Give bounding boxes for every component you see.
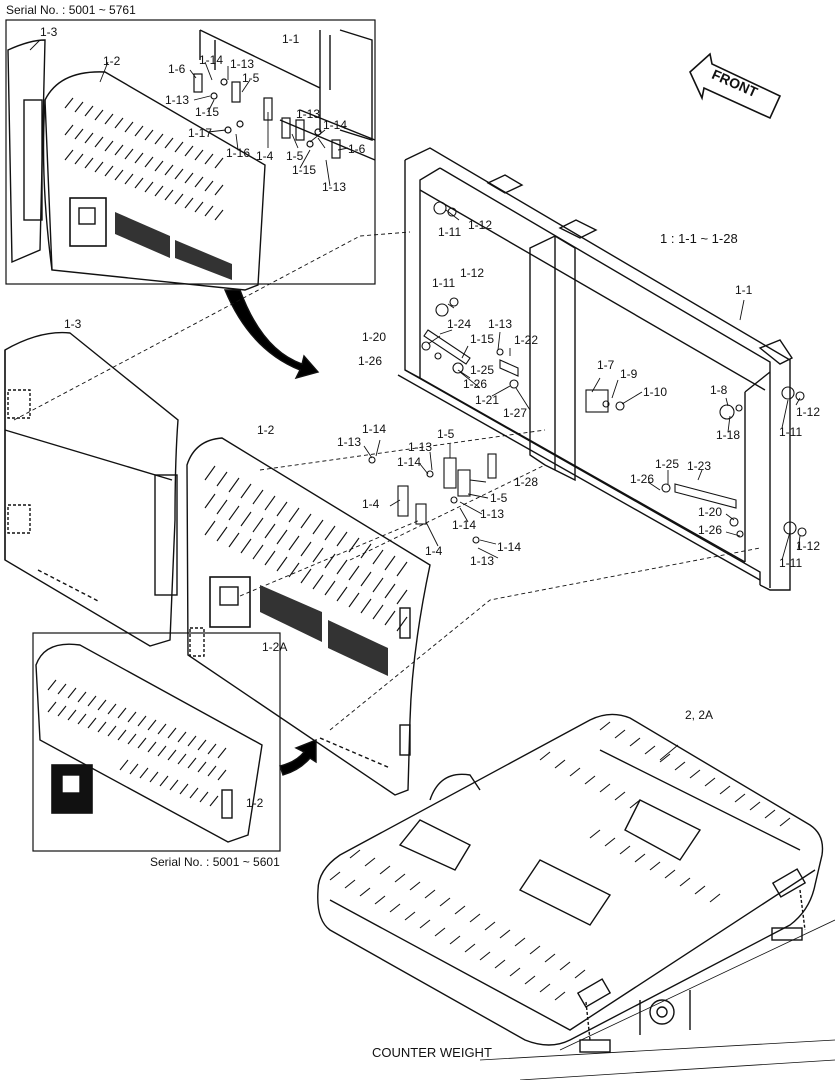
part-label: 1-25 xyxy=(655,457,680,471)
part-label: 1-1 xyxy=(282,32,300,46)
serial-bottom: Serial No. : 5001 ~ 5601 xyxy=(150,855,280,869)
part-label: 1-28 xyxy=(514,475,539,489)
part-label: 1-4 xyxy=(256,149,274,163)
part-label: 1-14 xyxy=(397,455,422,469)
door-panel-left xyxy=(4,331,179,647)
part-label: 1-11 xyxy=(438,225,462,239)
part-label: 1-13 xyxy=(480,507,505,521)
part-label: 1-24 xyxy=(447,317,472,331)
part-label: 1-13 xyxy=(470,554,495,568)
door-panel-middle xyxy=(186,437,431,796)
part-label: 1-11 xyxy=(779,425,803,439)
serial-top: Serial No. : 5001 ~ 5761 xyxy=(6,3,136,17)
part-label: 1-26 xyxy=(358,354,383,368)
part-label: 1-14 xyxy=(199,53,224,67)
part-label: 1-20 xyxy=(362,330,387,344)
part-label: 1-13 xyxy=(408,440,433,454)
part-label: 1-22 xyxy=(514,333,539,347)
part-label: 1-14 xyxy=(497,540,522,554)
part-label: 1-16 xyxy=(226,146,251,160)
part-label: 1-5 xyxy=(242,71,260,85)
bottom-inset-frame xyxy=(32,632,281,852)
part-label: 1-21 xyxy=(475,393,500,407)
part-label: 1-13 xyxy=(296,107,321,121)
part-label: 1-2 xyxy=(103,54,121,68)
inset-door-panel xyxy=(42,71,266,291)
part-label: 1-5 xyxy=(490,491,508,505)
part-label: 1-26 xyxy=(698,523,723,537)
part-label: 1-5 xyxy=(437,427,455,441)
part-label: 1-5 xyxy=(286,149,304,163)
detail-arrow-bottom xyxy=(279,738,317,776)
part-label: 1-3 xyxy=(40,25,58,39)
main-frame xyxy=(397,147,794,591)
part-label: 1-13 xyxy=(337,435,362,449)
part-label: 1-25 xyxy=(470,363,495,377)
part-label: 1-2 xyxy=(257,423,275,437)
part-label: 1-14 xyxy=(362,422,387,436)
part-label: 1-13 xyxy=(488,317,513,331)
counter-weight-caption: COUNTER WEIGHT xyxy=(372,1045,492,1060)
part-label: 1-6 xyxy=(348,142,366,156)
frame-fasteners xyxy=(421,201,807,538)
part-label: 1-13 xyxy=(165,93,190,107)
part-label: 1-13 xyxy=(230,57,255,71)
part-label: 1-20 xyxy=(698,505,723,519)
part-label: 1-15 xyxy=(470,332,495,346)
part-label: 1-4 xyxy=(362,497,380,511)
part-label: 1-15 xyxy=(195,105,220,119)
inset2-door-panel xyxy=(35,643,263,843)
part-label: 1-15 xyxy=(292,163,317,177)
part-label: 1-11 xyxy=(432,276,456,290)
part-label: 1-26 xyxy=(630,472,655,486)
part-label: 1-9 xyxy=(620,367,638,381)
part-label: 1-12 xyxy=(796,539,821,553)
part-label: 1-10 xyxy=(643,385,668,399)
part-label: 1-8 xyxy=(710,383,728,397)
part-label: 1-26 xyxy=(463,377,488,391)
detail-arrow-top xyxy=(223,289,320,380)
part-label: 1-1 xyxy=(735,283,753,297)
part-label: 1-11 xyxy=(779,556,803,570)
part-label: 1-12 xyxy=(468,218,493,232)
part-label: 1-14 xyxy=(452,518,477,532)
front-arrow xyxy=(689,52,782,120)
part-label: 1-17 xyxy=(188,126,213,140)
part-label: 1-6 xyxy=(168,62,186,76)
part-label: 1-12 xyxy=(460,266,485,280)
part-label: 1-23 xyxy=(687,459,712,473)
part-label: 1-27 xyxy=(503,406,528,420)
inset-left-panel xyxy=(7,39,46,264)
part-label: 1-12 xyxy=(796,405,821,419)
part-label: 1-14 xyxy=(323,118,348,132)
part-label: 1-3 xyxy=(64,317,82,331)
part-label: 1-13 xyxy=(322,180,347,194)
hinge-parts xyxy=(368,453,497,544)
part-label: 1-2 xyxy=(246,796,264,810)
part-label: 1-4 xyxy=(425,544,443,558)
part-label: 2, 2A xyxy=(685,708,714,722)
part-label: 1-18 xyxy=(716,428,741,442)
part-label: 1-7 xyxy=(597,358,615,372)
counterweight-cover xyxy=(317,713,835,1080)
inset-frame-section xyxy=(199,29,376,161)
range-note: 1 : 1-1 ~ 1-28 xyxy=(660,231,738,246)
part-label: 1-2A xyxy=(262,640,288,654)
